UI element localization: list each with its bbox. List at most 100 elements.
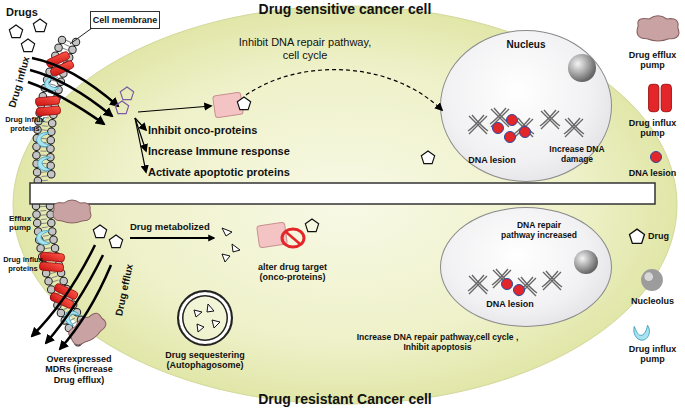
autophagosome-ring <box>177 290 233 346</box>
dna-lesion-dot <box>502 279 513 290</box>
swatch-shape <box>651 152 662 163</box>
influx-arrow <box>30 70 112 116</box>
effect-arrow <box>135 118 146 172</box>
influx-pump-symbol <box>49 283 78 309</box>
drug-fragment <box>194 310 202 317</box>
dna-symbol <box>468 115 488 134</box>
annotation: Efflux pump <box>0 214 40 232</box>
dna-symbol <box>468 275 488 294</box>
annotation: Drug metabolized <box>130 222 230 233</box>
legend-swatch <box>628 228 646 246</box>
dna-symbol <box>514 118 534 137</box>
dna-symbol <box>542 271 562 290</box>
divider-bar <box>30 183 655 204</box>
swatch-shape <box>649 84 659 111</box>
annotation: Increase Immune response <box>148 145 318 158</box>
annotation: Drug influx proteins <box>0 256 46 273</box>
drug-symbol <box>21 39 34 52</box>
efflux-pump-symbol <box>53 200 91 223</box>
annotation: Drug influx <box>6 55 31 109</box>
efflux-arrow <box>60 265 111 349</box>
legend-text: Drug <box>648 231 684 241</box>
dna-lesion-dot <box>507 115 518 126</box>
swatch-shape <box>634 325 650 340</box>
drug-symbol <box>93 225 106 238</box>
influx-pump-symbol <box>35 96 60 116</box>
swatch-shape <box>641 269 663 291</box>
drug-symbol <box>9 25 22 38</box>
nucleus: DNA repair pathway increasedDNA lesion <box>440 207 612 327</box>
blocked-target <box>282 229 304 247</box>
legend-swatch <box>649 150 663 164</box>
annotation: Inhibit DNA repair pathway, cell cycle <box>235 36 375 61</box>
drug-fragment <box>222 228 232 236</box>
drug-symbol <box>237 97 250 110</box>
lipid-heads <box>50 206 94 340</box>
effect-arrow <box>135 118 146 130</box>
drug-symbol <box>120 87 133 100</box>
influx-protein-symbol <box>43 76 59 92</box>
legend-text: Drug influx pump <box>620 118 685 139</box>
annotation: Drug resistant Cancer cell <box>230 391 460 407</box>
swatch-shape <box>661 84 671 111</box>
drug-symbol <box>115 101 128 114</box>
blocked-target <box>286 232 300 244</box>
lipid-heads <box>50 206 94 340</box>
nucleolus-symbol <box>574 250 598 274</box>
annotation: Drug sensitive cancer cell <box>230 1 460 17</box>
annotation: Increase DNA repair pathway,cell cycle ,… <box>350 333 525 353</box>
label-box: Cell membrane <box>90 11 160 29</box>
swatch-shape <box>637 16 679 41</box>
influx-protein-symbol <box>37 156 52 171</box>
dna-symbol <box>540 110 560 129</box>
drug-fragment <box>212 320 220 328</box>
swatch-shape <box>630 229 645 243</box>
annotation: Overexpressed MDRs (increase Drug efflux… <box>38 354 120 385</box>
dna-symbol <box>564 118 584 137</box>
nucleolus-symbol <box>568 54 596 82</box>
nucleus: NucleusDNA lesionIncrease DNA damage <box>440 30 612 182</box>
legend-swatch <box>644 82 676 114</box>
influx-pump-symbol <box>39 252 64 272</box>
drug-fragment <box>197 324 204 332</box>
lipid-bilayer <box>36 40 76 182</box>
node-text: Cell membrane <box>91 15 159 25</box>
efflux-pump-symbol <box>65 308 109 349</box>
influx-protein-symbol <box>37 231 50 245</box>
efflux-arrow <box>46 255 103 343</box>
influx-pump-symbol <box>45 51 74 77</box>
dna-lesion-dot <box>520 127 531 138</box>
node-text: DNA lesion <box>462 155 522 165</box>
dna-symbol <box>490 108 510 127</box>
drug-fragment <box>222 254 230 262</box>
node-text: DNA repair pathway increased <box>500 221 578 241</box>
node-text: DNA lesion <box>480 299 540 309</box>
dna-lesion-dot <box>493 123 504 134</box>
legend-text: Drug influx pump <box>620 344 685 365</box>
leader-line <box>70 28 92 44</box>
drug-symbol <box>421 151 434 164</box>
annotation: Activate apoptotic proteins <box>148 166 318 179</box>
lipid-heads <box>50 42 76 182</box>
dna-symbol <box>492 269 512 288</box>
legend-swatch <box>640 268 664 292</box>
annotation: Inhibit onco-proteins <box>148 124 313 137</box>
node-text: Drug sequestering (Autophagosome) <box>150 350 260 371</box>
effect-arrow <box>138 106 211 112</box>
drug-fragment <box>232 244 240 252</box>
autophagosome: Drug sequestering (Autophagosome) <box>150 288 260 380</box>
legend-swatch <box>632 322 652 342</box>
drug-symbol <box>33 19 46 32</box>
legend-text: Nucleolus <box>620 296 685 306</box>
metabolism-arrow <box>130 237 214 239</box>
drug-symbol <box>305 219 318 232</box>
effect-arrow <box>135 118 146 151</box>
influx-protein-symbol <box>37 133 50 147</box>
influx-protein-symbol <box>62 308 81 327</box>
annotation: Drug efflux <box>113 263 135 317</box>
lipid-bilayer <box>36 206 94 345</box>
dna-symbol <box>517 277 537 296</box>
